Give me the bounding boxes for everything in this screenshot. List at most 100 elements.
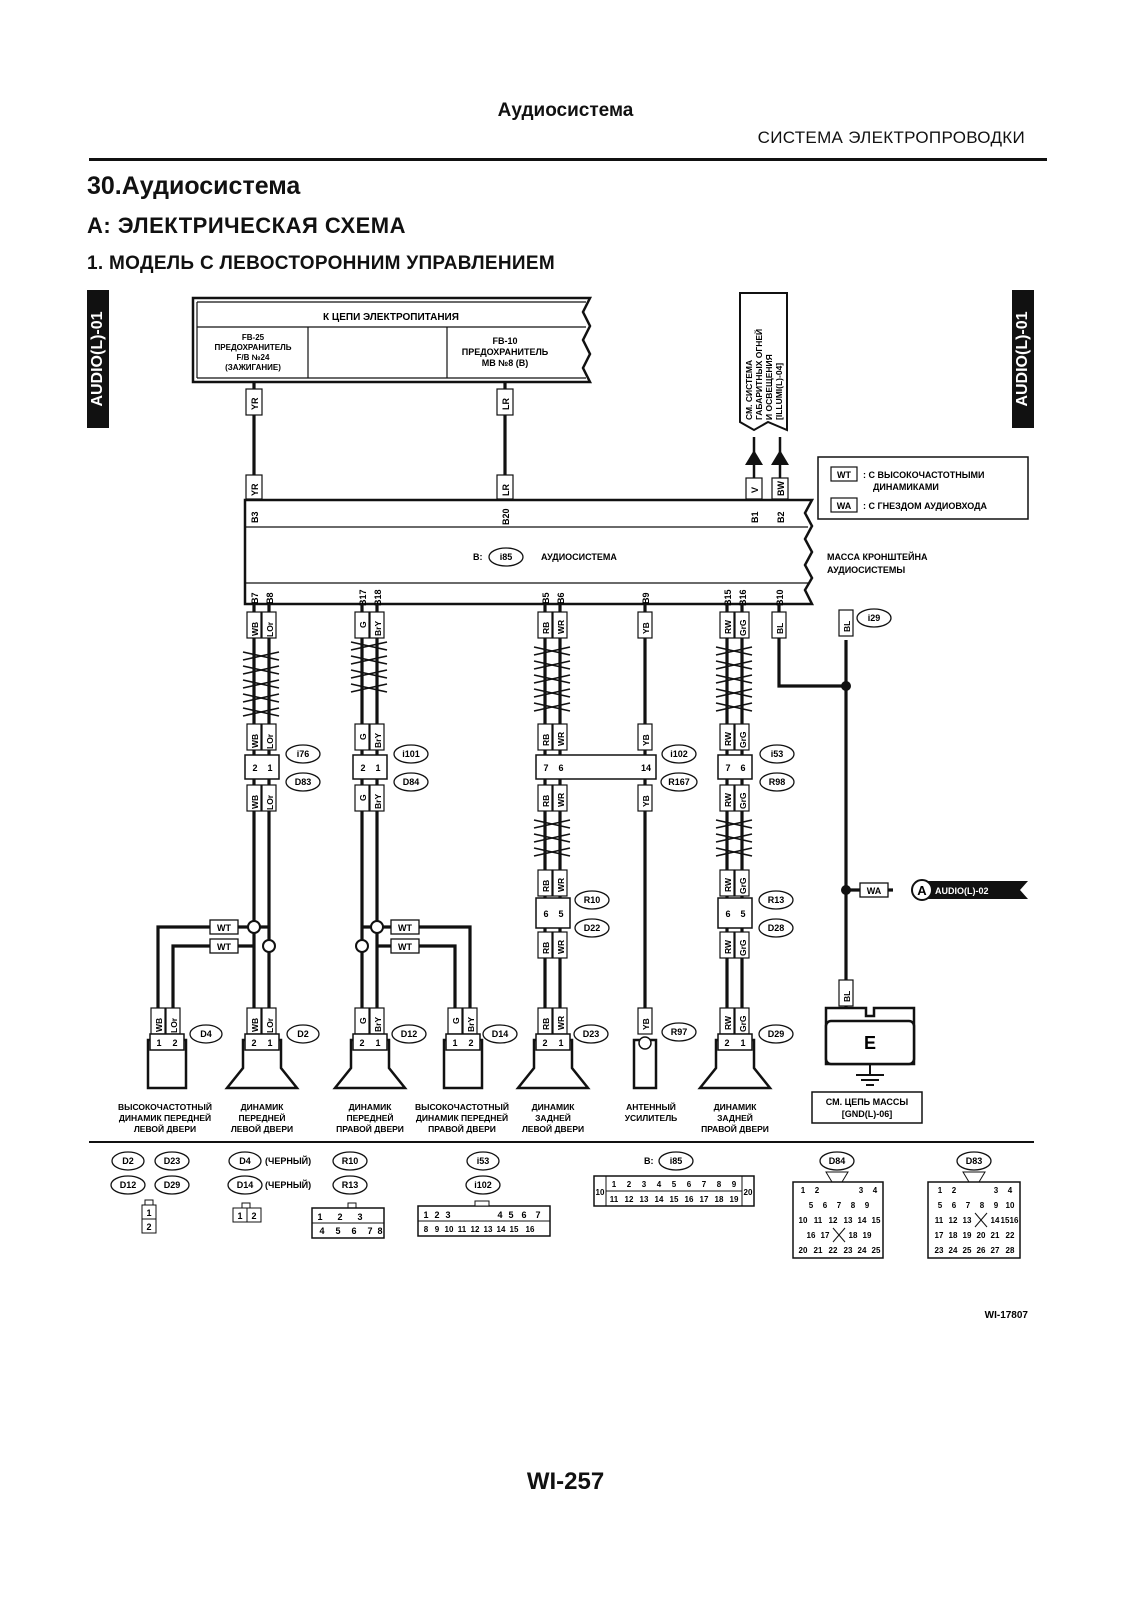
svg-text:RB: RB bbox=[541, 795, 551, 807]
svg-text:RB: RB bbox=[541, 942, 551, 954]
svg-text:12: 12 bbox=[949, 1216, 958, 1225]
svg-text:11: 11 bbox=[814, 1216, 823, 1225]
svg-text:8: 8 bbox=[424, 1225, 429, 1234]
svg-text:12: 12 bbox=[471, 1225, 480, 1234]
svg-text:D12: D12 bbox=[120, 1180, 137, 1190]
svg-text:i85: i85 bbox=[670, 1156, 683, 1166]
svg-text:WR: WR bbox=[556, 1016, 566, 1030]
svg-text:1: 1 bbox=[452, 1038, 457, 1048]
svg-text:2: 2 bbox=[359, 1038, 364, 1048]
svg-text:5: 5 bbox=[740, 909, 745, 919]
svg-text:14: 14 bbox=[641, 763, 651, 773]
svg-text:ПЕРЕДНЕЙ: ПЕРЕДНЕЙ bbox=[346, 1112, 393, 1123]
svg-text:МАССА КРОНШТЕЙНА: МАССА КРОНШТЕЙНА bbox=[827, 551, 928, 562]
svg-text:GrG: GrG bbox=[738, 792, 748, 809]
svg-text:8: 8 bbox=[980, 1201, 985, 1210]
svg-text:11: 11 bbox=[610, 1195, 619, 1204]
svg-text:FB-10: FB-10 bbox=[492, 336, 517, 346]
svg-text:3: 3 bbox=[642, 1180, 647, 1189]
svg-text:13: 13 bbox=[484, 1225, 493, 1234]
svg-text:WB: WB bbox=[250, 1018, 260, 1032]
svg-text:F/B №24: F/B №24 bbox=[237, 353, 270, 362]
svg-text:RW: RW bbox=[723, 1015, 733, 1030]
svg-text:2: 2 bbox=[337, 1212, 342, 1222]
power-box-title: К ЦЕПИ ЭЛЕКТРОПИТАНИЯ bbox=[323, 312, 459, 323]
svg-text:ДИНАМИКАМИ: ДИНАМИКАМИ bbox=[873, 482, 939, 492]
svg-text:BL: BL bbox=[775, 623, 785, 634]
svg-text:BrY: BrY bbox=[373, 1017, 383, 1032]
svg-text:LOr: LOr bbox=[169, 1017, 179, 1033]
svg-text:R10: R10 bbox=[584, 895, 601, 905]
svg-text:25: 25 bbox=[963, 1246, 972, 1255]
svg-text:10: 10 bbox=[799, 1216, 808, 1225]
svg-text:17: 17 bbox=[935, 1231, 944, 1240]
svg-text:1: 1 bbox=[423, 1210, 428, 1220]
svg-text:20: 20 bbox=[977, 1231, 986, 1240]
svg-text:YB: YB bbox=[641, 795, 651, 807]
svg-text:i102: i102 bbox=[474, 1180, 492, 1190]
svg-text:(ЗАЖИГАНИЕ): (ЗАЖИГАНИЕ) bbox=[225, 363, 281, 372]
svg-text:ЗАДНЕЙ: ЗАДНЕЙ bbox=[717, 1112, 753, 1123]
svg-text:RW: RW bbox=[723, 939, 733, 954]
svg-text:B20: B20 bbox=[501, 508, 511, 525]
svg-text:7: 7 bbox=[966, 1201, 971, 1210]
svg-text:18: 18 bbox=[715, 1195, 724, 1204]
svg-text:MB №8 (B): MB №8 (B) bbox=[482, 358, 529, 368]
svg-text:R167: R167 bbox=[668, 777, 690, 787]
svg-text:YB: YB bbox=[641, 734, 651, 746]
svg-text:1: 1 bbox=[938, 1186, 943, 1195]
svg-text:RW: RW bbox=[723, 792, 733, 807]
svg-text:G: G bbox=[451, 1017, 461, 1024]
svg-text:B:: B: bbox=[644, 1156, 654, 1166]
svg-text:19: 19 bbox=[863, 1231, 872, 1240]
model-heading: 1. МОДЕЛЬ С ЛЕВОСТОРОННИМ УПРАВЛЕНИЕМ bbox=[87, 253, 555, 274]
svg-text:LOr: LOr bbox=[265, 621, 275, 637]
svg-text:14: 14 bbox=[497, 1225, 506, 1234]
svg-text:BrY: BrY bbox=[373, 794, 383, 809]
svg-text:B10: B10 bbox=[775, 589, 785, 606]
svg-text:i102: i102 bbox=[670, 749, 688, 759]
svg-text:17: 17 bbox=[821, 1231, 830, 1240]
svg-text:B:: B: bbox=[473, 552, 483, 562]
svg-text:4: 4 bbox=[497, 1210, 502, 1220]
svg-text:2: 2 bbox=[252, 763, 257, 773]
svg-text:7: 7 bbox=[837, 1201, 842, 1210]
svg-text:: С ГНЕЗДОМ АУДИОВХОДА: : С ГНЕЗДОМ АУДИОВХОДА bbox=[863, 501, 988, 511]
svg-text:22: 22 bbox=[829, 1246, 838, 1255]
running-title: Аудиосистема bbox=[497, 100, 634, 121]
svg-text:7: 7 bbox=[543, 763, 548, 773]
svg-text:BrY: BrY bbox=[373, 621, 383, 636]
speaker-rl bbox=[515, 1038, 591, 1090]
svg-text:2: 2 bbox=[146, 1222, 151, 1232]
svg-text:(ЧЕРНЫЙ): (ЧЕРНЫЙ) bbox=[265, 1179, 311, 1190]
svg-text:G: G bbox=[358, 733, 368, 740]
svg-text:20: 20 bbox=[744, 1188, 753, 1197]
svg-text:WB: WB bbox=[154, 1018, 164, 1032]
svg-text:21: 21 bbox=[991, 1231, 1000, 1240]
svg-text:ЛЕВОЙ ДВЕРИ: ЛЕВОЙ ДВЕРИ bbox=[134, 1123, 196, 1134]
svg-text:WT: WT bbox=[217, 942, 231, 952]
svg-text:ДИНАМИК: ДИНАМИК bbox=[714, 1102, 758, 1112]
svg-text:BL: BL bbox=[842, 991, 852, 1002]
svg-text:D84: D84 bbox=[403, 777, 420, 787]
svg-text:26: 26 bbox=[977, 1246, 986, 1255]
svg-text:2: 2 bbox=[627, 1180, 632, 1189]
svg-text:LOr: LOr bbox=[265, 1017, 275, 1033]
svg-text:WA: WA bbox=[867, 886, 882, 896]
svg-text:6: 6 bbox=[740, 763, 745, 773]
svg-text:WT: WT bbox=[398, 942, 412, 952]
svg-text:1: 1 bbox=[612, 1180, 617, 1189]
svg-text:B18: B18 bbox=[373, 589, 383, 606]
svg-text:i76: i76 bbox=[297, 749, 310, 759]
svg-text:5: 5 bbox=[672, 1180, 677, 1189]
svg-text:WR: WR bbox=[556, 940, 566, 954]
svg-text:3: 3 bbox=[859, 1186, 864, 1195]
svg-text:1: 1 bbox=[267, 1038, 272, 1048]
audio-unit-pins: B7 B8 B17 B18 B5 B6 B9 B15 B16 B10 bbox=[250, 589, 785, 606]
svg-text:YB: YB bbox=[641, 1018, 651, 1030]
svg-text:WB: WB bbox=[250, 795, 260, 809]
svg-text:WR: WR bbox=[556, 793, 566, 807]
svg-text:ПРЕДОХРАНИТЕЛЬ: ПРЕДОХРАНИТЕЛЬ bbox=[215, 343, 292, 352]
svg-text:ПЕРЕДНЕЙ: ПЕРЕДНЕЙ bbox=[238, 1112, 285, 1123]
svg-text:15: 15 bbox=[510, 1225, 519, 1234]
